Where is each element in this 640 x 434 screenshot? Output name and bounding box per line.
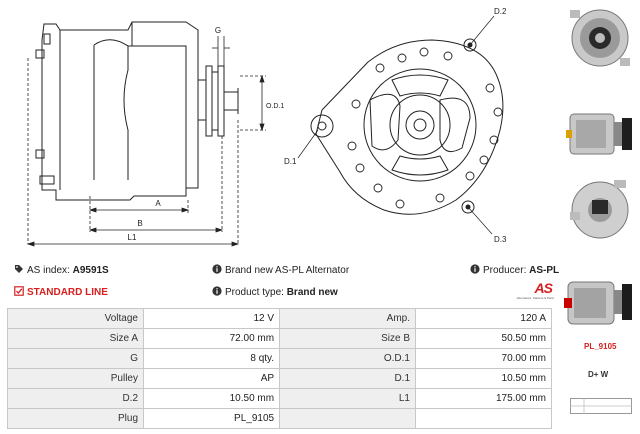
front-view-drawing: [310, 38, 504, 215]
label-b: B: [137, 219, 142, 228]
dimension-lines: [26, 36, 266, 247]
technical-drawings: G A B L1 O.D.1 D.2 D.3 D.1: [26, 7, 507, 247]
as-pl-logo: AS Alternators, Starters & Parts: [508, 280, 554, 302]
brand-new-line: Brand new AS-PL Alternator: [212, 264, 349, 277]
product-photo-angle[interactable]: [564, 270, 636, 332]
spec-label: Plug: [7, 408, 144, 429]
thumbnail-column: [562, 0, 640, 434]
spec-label: G: [7, 348, 144, 369]
checkbox-icon: [14, 286, 24, 296]
connector-diagram: [570, 398, 632, 414]
as-index-label: AS index:: [27, 265, 70, 276]
label-a: A: [155, 199, 161, 208]
spec-label: Size B: [279, 328, 416, 349]
label-d1: D.1: [284, 157, 297, 166]
spec-value: 12 V: [142, 308, 281, 329]
connector-label: D+ W: [588, 370, 609, 379]
info-icon: [212, 286, 222, 296]
spec-label: Size A: [7, 328, 144, 349]
spec-value: 10.50 mm: [415, 368, 552, 389]
spec-value: AP: [142, 368, 281, 389]
product-photo-back[interactable]: [564, 172, 636, 244]
spec-value: 72.00 mm: [142, 328, 281, 349]
spec-value: 70.00 mm: [415, 348, 552, 369]
side-view-drawing: [35, 21, 239, 201]
spec-value: 10.50 mm: [142, 388, 281, 409]
label-d3: D.3: [494, 235, 507, 244]
info-icon: [470, 264, 480, 274]
as-index-value: A9591S: [72, 265, 109, 276]
plug-name: PL_9105: [584, 342, 617, 351]
spec-value: [415, 408, 552, 429]
product-type-value: Brand new: [286, 287, 338, 298]
logo-subtext: Alternators, Starters & Parts: [516, 296, 554, 300]
product-type-line: Product type: Brand new: [212, 286, 338, 299]
spec-label: D.1: [279, 368, 416, 389]
spec-value: PL_9105: [142, 408, 281, 429]
tag-icon: [15, 265, 23, 273]
spec-label: D.2: [7, 388, 144, 409]
spec-value: 8 qty.: [142, 348, 281, 369]
spec-label: Pulley: [7, 368, 144, 389]
spec-label: L1: [279, 388, 416, 409]
label-od1: O.D.1: [266, 103, 284, 110]
label-g: G: [215, 26, 221, 35]
spec-label: [279, 408, 416, 429]
producer-line: Producer: AS-PL: [470, 264, 559, 277]
brand-new-text: Brand new AS-PL Alternator: [225, 265, 350, 276]
spec-value: 120 A: [415, 308, 552, 329]
product-type-label: Product type:: [225, 287, 284, 298]
spec-value: 175.00 mm: [415, 388, 552, 409]
product-photo-side[interactable]: [564, 104, 636, 162]
standard-line-badge: STANDARD LINE: [14, 286, 108, 299]
standard-line-text: STANDARD LINE: [27, 287, 108, 298]
label-l1: L1: [128, 233, 137, 242]
logo-text: AS: [534, 280, 553, 296]
info-icon: [212, 264, 222, 274]
product-photo-front[interactable]: [564, 4, 636, 68]
producer-value: AS-PL: [529, 265, 560, 276]
front-view-holes: [347, 47, 503, 209]
spec-label: Amp.: [279, 308, 416, 329]
as-index-line: AS index: A9591S: [14, 264, 109, 277]
spec-label: O.D.1: [279, 348, 416, 369]
spec-value: 50.50 mm: [415, 328, 552, 349]
label-d2: D.2: [494, 7, 507, 16]
producer-label: Producer:: [483, 265, 527, 276]
spec-label: Voltage: [7, 308, 144, 329]
